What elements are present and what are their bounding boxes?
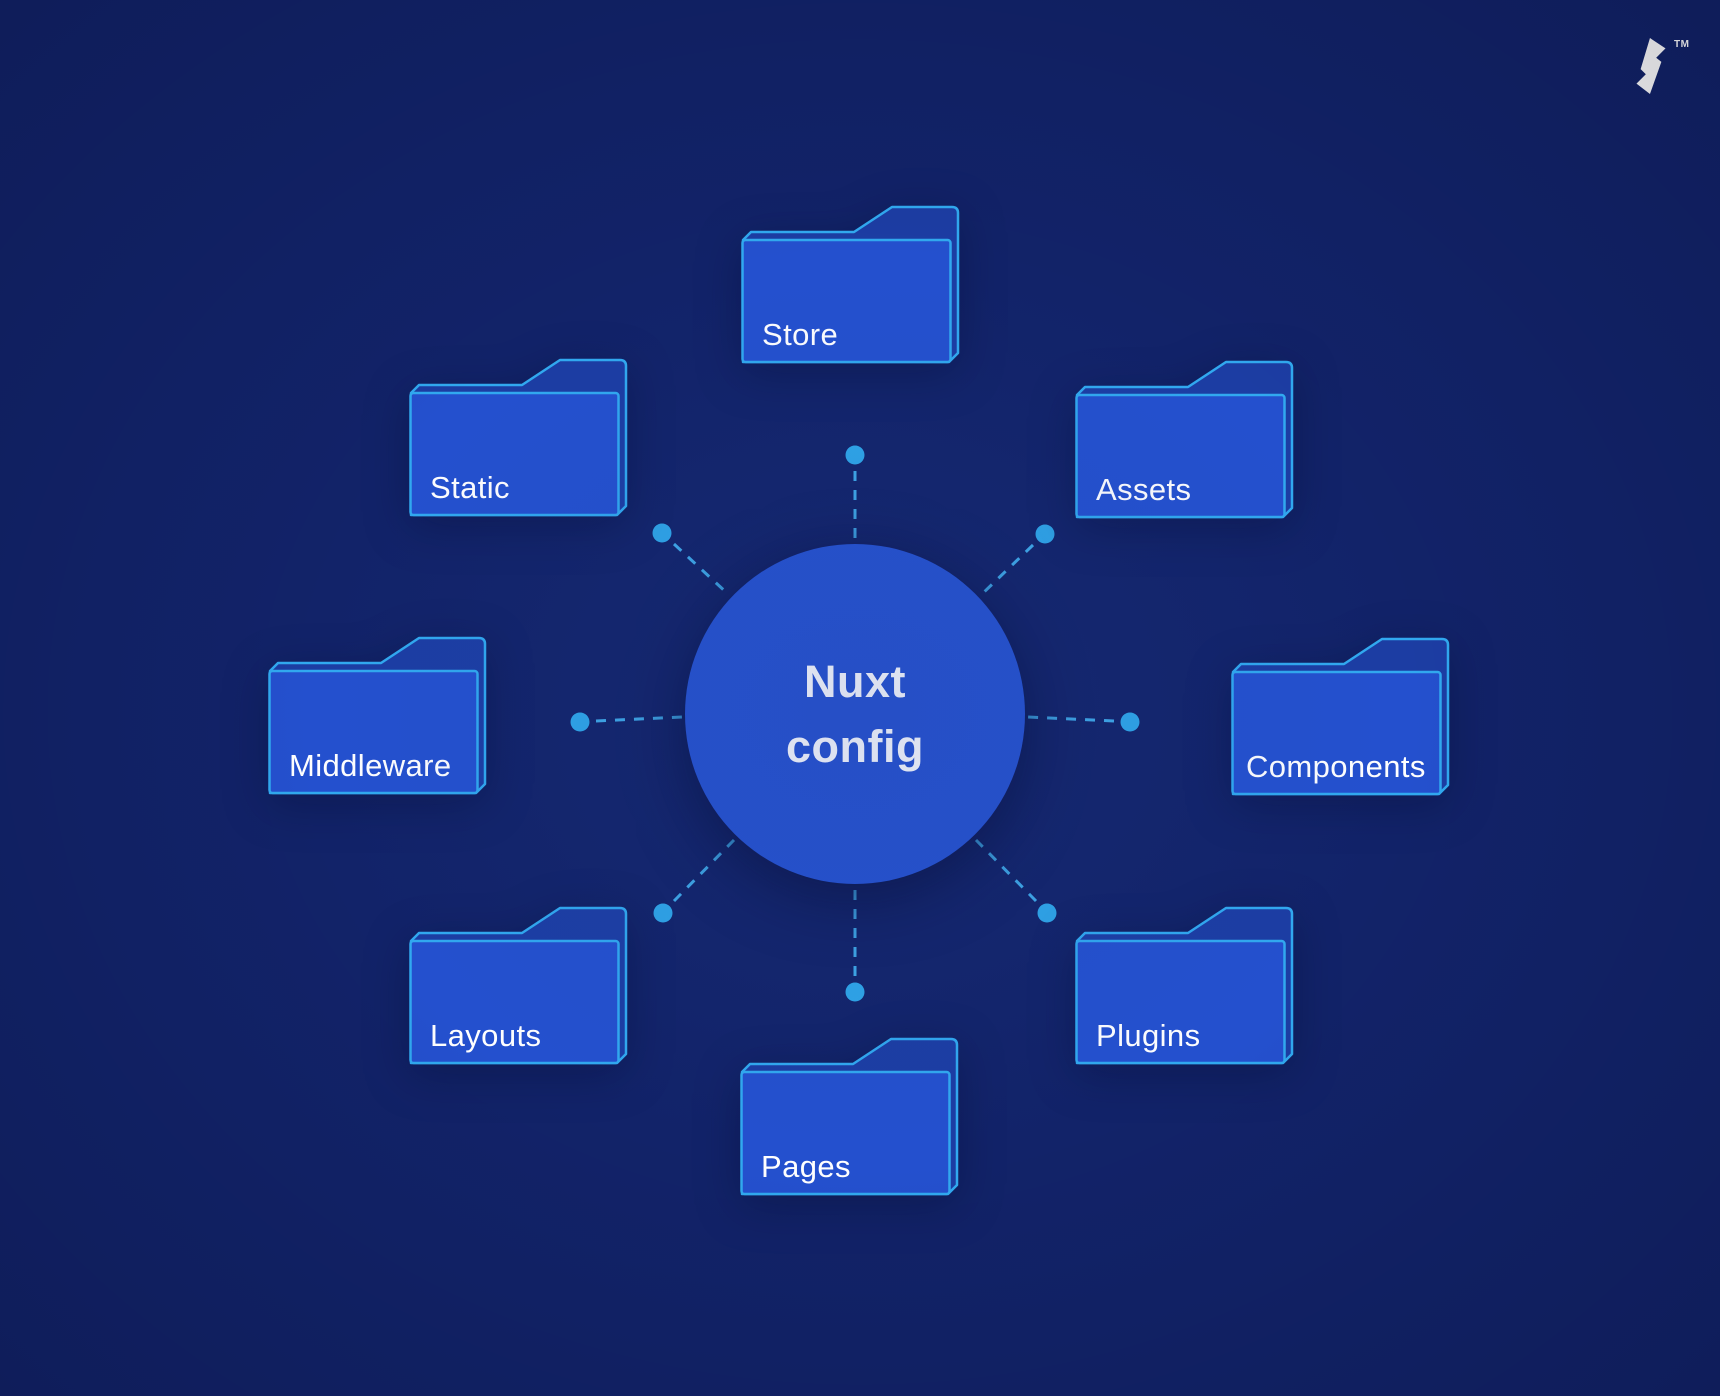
folder-front-shape — [409, 391, 620, 517]
folder-pages: Pages — [740, 1037, 960, 1196]
folder-icon — [409, 358, 628, 517]
folder-label-layouts: Layouts — [430, 1018, 542, 1053]
connector-dot-south — [845, 982, 865, 1002]
folder-front-shape — [740, 1070, 951, 1196]
folder-icon — [268, 636, 487, 795]
connector-dot-north — [845, 445, 865, 465]
connector-dot-northeast — [1035, 524, 1055, 544]
folder-icon — [740, 1037, 959, 1196]
folder-label-static: Static — [430, 470, 510, 505]
folder-assets: Assets — [1075, 360, 1295, 519]
connector-dot-west — [570, 712, 590, 732]
folder-icon — [1075, 906, 1294, 1065]
connector-dot-southwest — [653, 903, 673, 923]
toptal-logo-icon — [1636, 38, 1666, 94]
folder-front-shape — [268, 669, 479, 795]
folder-label-middleware: Middleware — [289, 748, 452, 783]
nuxt-config-node: Nuxt config — [685, 544, 1025, 884]
folder-middleware: Middleware — [268, 636, 488, 795]
folder-label-pages: Pages — [761, 1149, 851, 1184]
folder-front-shape — [1075, 939, 1286, 1065]
folder-icon — [1231, 637, 1450, 796]
connector-dot-northwest — [652, 523, 672, 543]
trademark-label: TM — [1674, 39, 1690, 50]
hub-label: Nuxt config — [786, 656, 924, 772]
folder-label-plugins: Plugins — [1096, 1018, 1201, 1053]
folder-static: Static — [409, 358, 629, 517]
folder-front-shape — [409, 939, 620, 1065]
folder-store: Store — [741, 205, 961, 364]
toptal-logo: TM — [1634, 38, 1696, 96]
folder-components: Components — [1231, 637, 1451, 796]
folder-front-shape — [741, 238, 952, 364]
connector-line-northwest — [672, 542, 730, 596]
folder-icon — [409, 906, 628, 1065]
folder-front-shape — [1231, 670, 1442, 796]
connector-line-southeast — [974, 838, 1038, 903]
connector-line-west — [595, 715, 683, 723]
connector-dot-southeast — [1037, 903, 1057, 923]
connector-dot-east — [1120, 712, 1140, 732]
folder-icon — [1075, 360, 1294, 519]
connector-line-east — [1027, 715, 1115, 723]
folder-layouts: Layouts — [409, 906, 629, 1065]
folder-label-assets: Assets — [1096, 472, 1192, 507]
folder-icon — [741, 205, 960, 364]
connector-line-southwest — [672, 838, 736, 903]
connector-line-northeast — [980, 543, 1035, 596]
folder-front-shape — [1075, 393, 1286, 519]
folder-label-store: Store — [762, 317, 839, 352]
folder-plugins: Plugins — [1075, 906, 1295, 1065]
folder-label-components: Components — [1246, 749, 1426, 784]
